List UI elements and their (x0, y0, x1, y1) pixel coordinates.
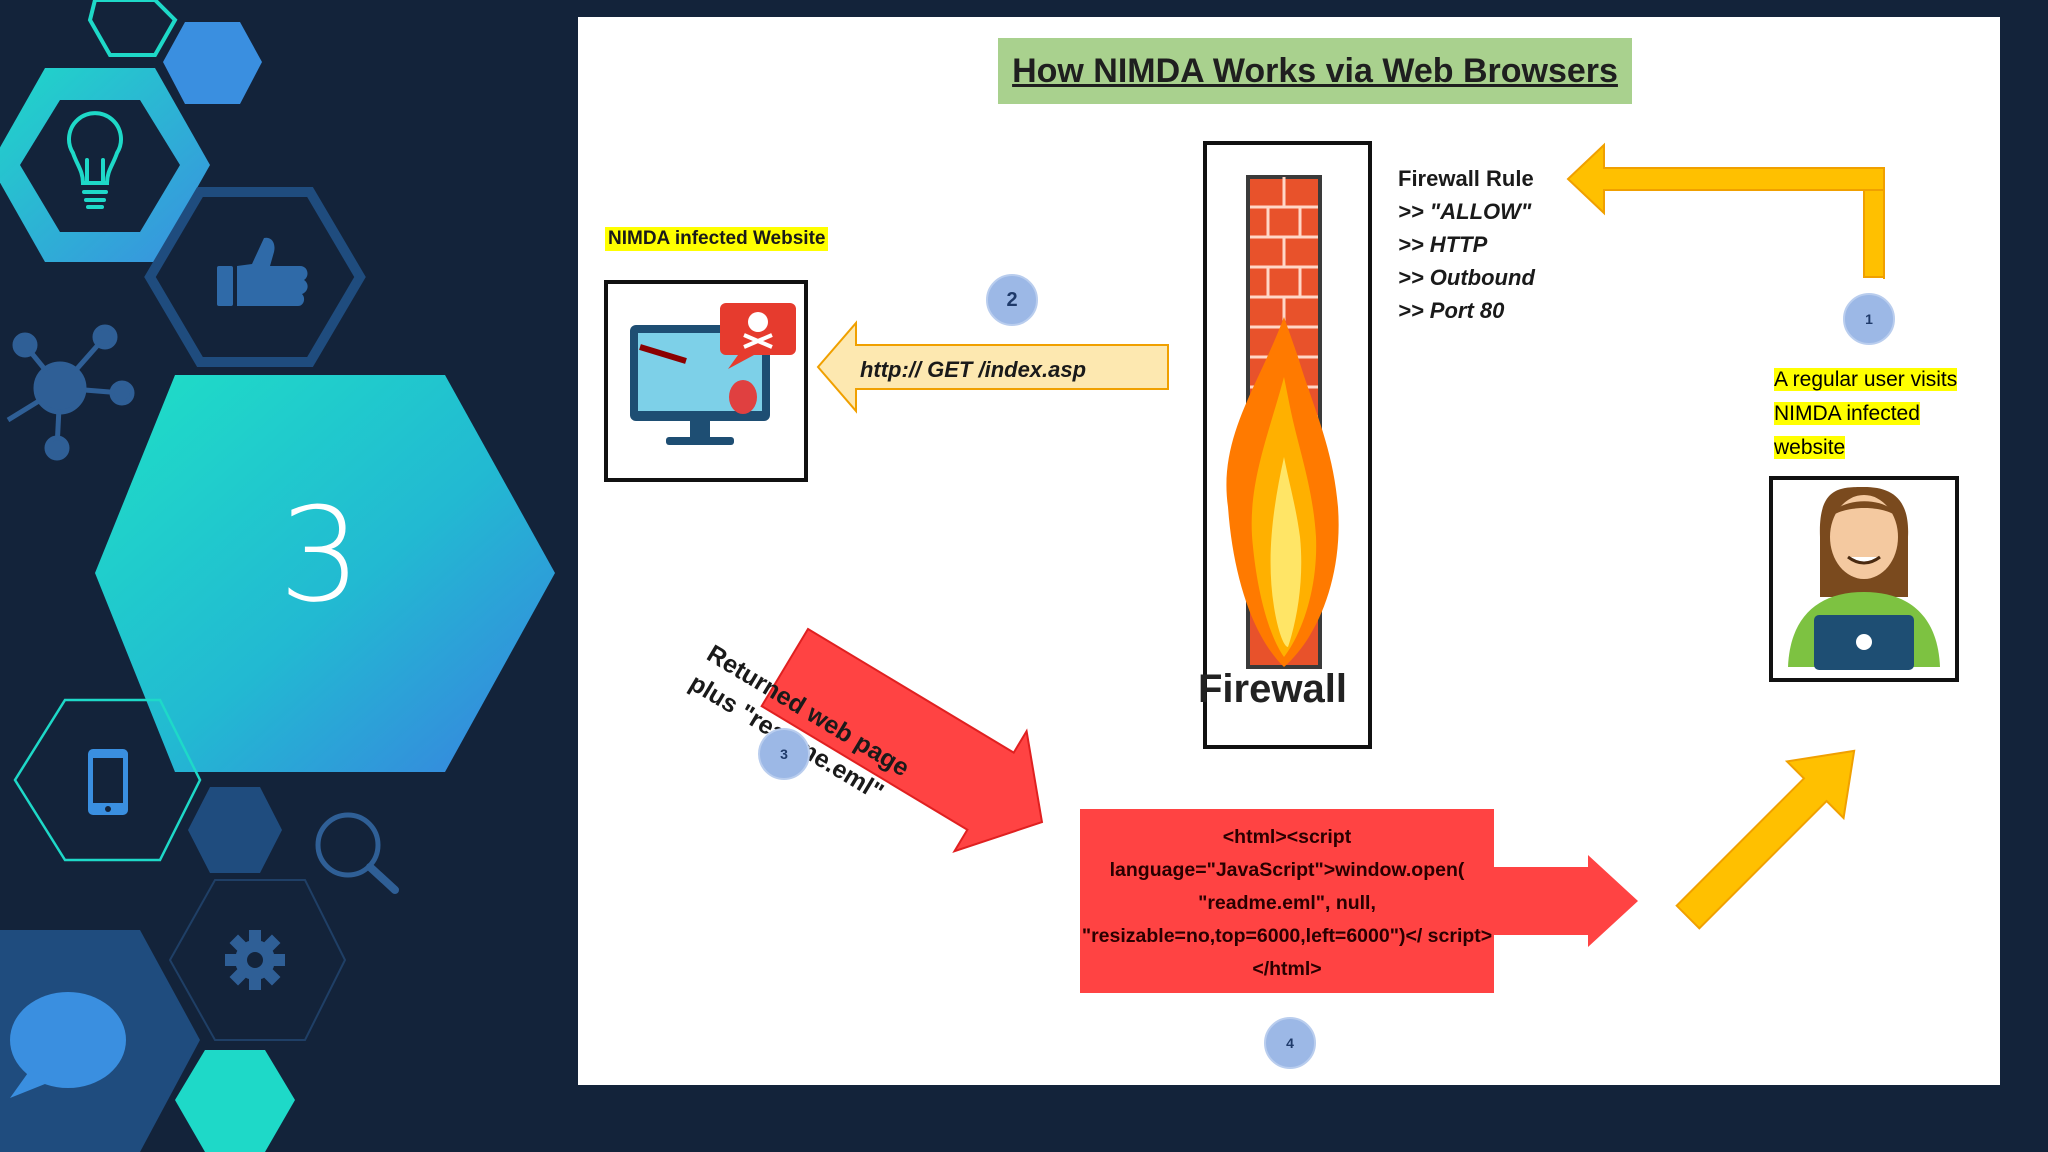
step-2-badge: 2 (986, 274, 1038, 326)
step-3-badge: 3 (758, 728, 810, 780)
hex-teal-bottom (175, 1050, 295, 1152)
get-request-text: http:// GET /index.asp (823, 357, 1123, 383)
gear-icon (225, 930, 285, 990)
user-label: A regular user visits NIMDA infected web… (1774, 363, 1984, 465)
hex-outline-small (90, 0, 175, 55)
network-icon (8, 327, 132, 458)
firewall-rule-line: >> HTTP (1398, 228, 1535, 261)
slide-number: 3 (150, 490, 490, 620)
hex-blue-small (163, 22, 262, 104)
firewall-rule-line: >> Port 80 (1398, 294, 1535, 327)
arrow-script-right (1493, 855, 1638, 947)
firewall-rule-line: >> "ALLOW" (1398, 195, 1535, 228)
arrow-to-user (1660, 723, 1883, 946)
firewall-label: Firewall (1198, 667, 1338, 712)
diagram-panel: How NIMDA Works via Web Browsers NIMDA i… (578, 17, 2000, 1085)
phone-icon (88, 749, 128, 815)
hex-dark-small (188, 787, 282, 873)
firewall-rule: Firewall Rule >> "ALLOW" >> HTTP >> Outb… (1398, 162, 1535, 327)
infected-website-label: NIMDA infected Website (605, 227, 828, 251)
step-1-badge: 1 (1843, 293, 1895, 345)
search-icon (318, 815, 395, 890)
script-box: <html><script language="JavaScript">wind… (1080, 809, 1494, 993)
firewall-rule-heading: Firewall Rule (1398, 162, 1535, 195)
firewall-rule-line: >> Outbound (1398, 261, 1535, 294)
step-4-badge: 4 (1264, 1017, 1316, 1069)
diagram-title: How NIMDA Works via Web Browsers (998, 38, 1632, 104)
user-label-text: A regular user visits NIMDA infected web… (1774, 368, 1957, 459)
